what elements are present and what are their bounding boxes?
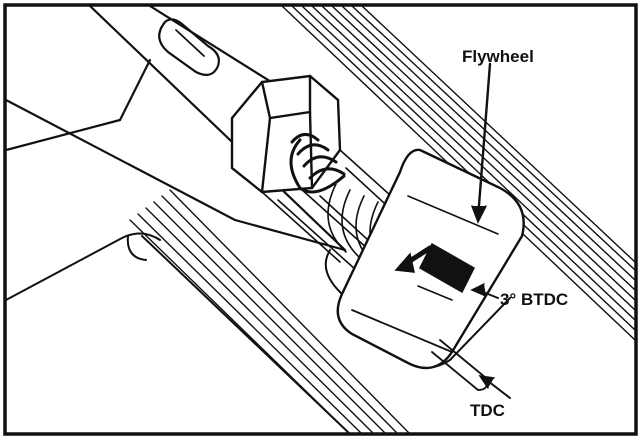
- flywheel-leader: [476, 62, 492, 220]
- hex-nut: [230, 74, 342, 194]
- lower-bracket: [6, 232, 351, 433]
- label-tdc: TDC: [470, 401, 505, 420]
- bracket-body: [6, 6, 347, 252]
- rotation-arrow-icon: [394, 245, 433, 273]
- label-3-btdc: 3° BTDC: [500, 290, 568, 309]
- timing-mark: [419, 242, 475, 294]
- label-flywheel: Flywheel: [462, 47, 534, 66]
- figure-border: [3, 3, 638, 436]
- bracket-slot: [158, 18, 220, 77]
